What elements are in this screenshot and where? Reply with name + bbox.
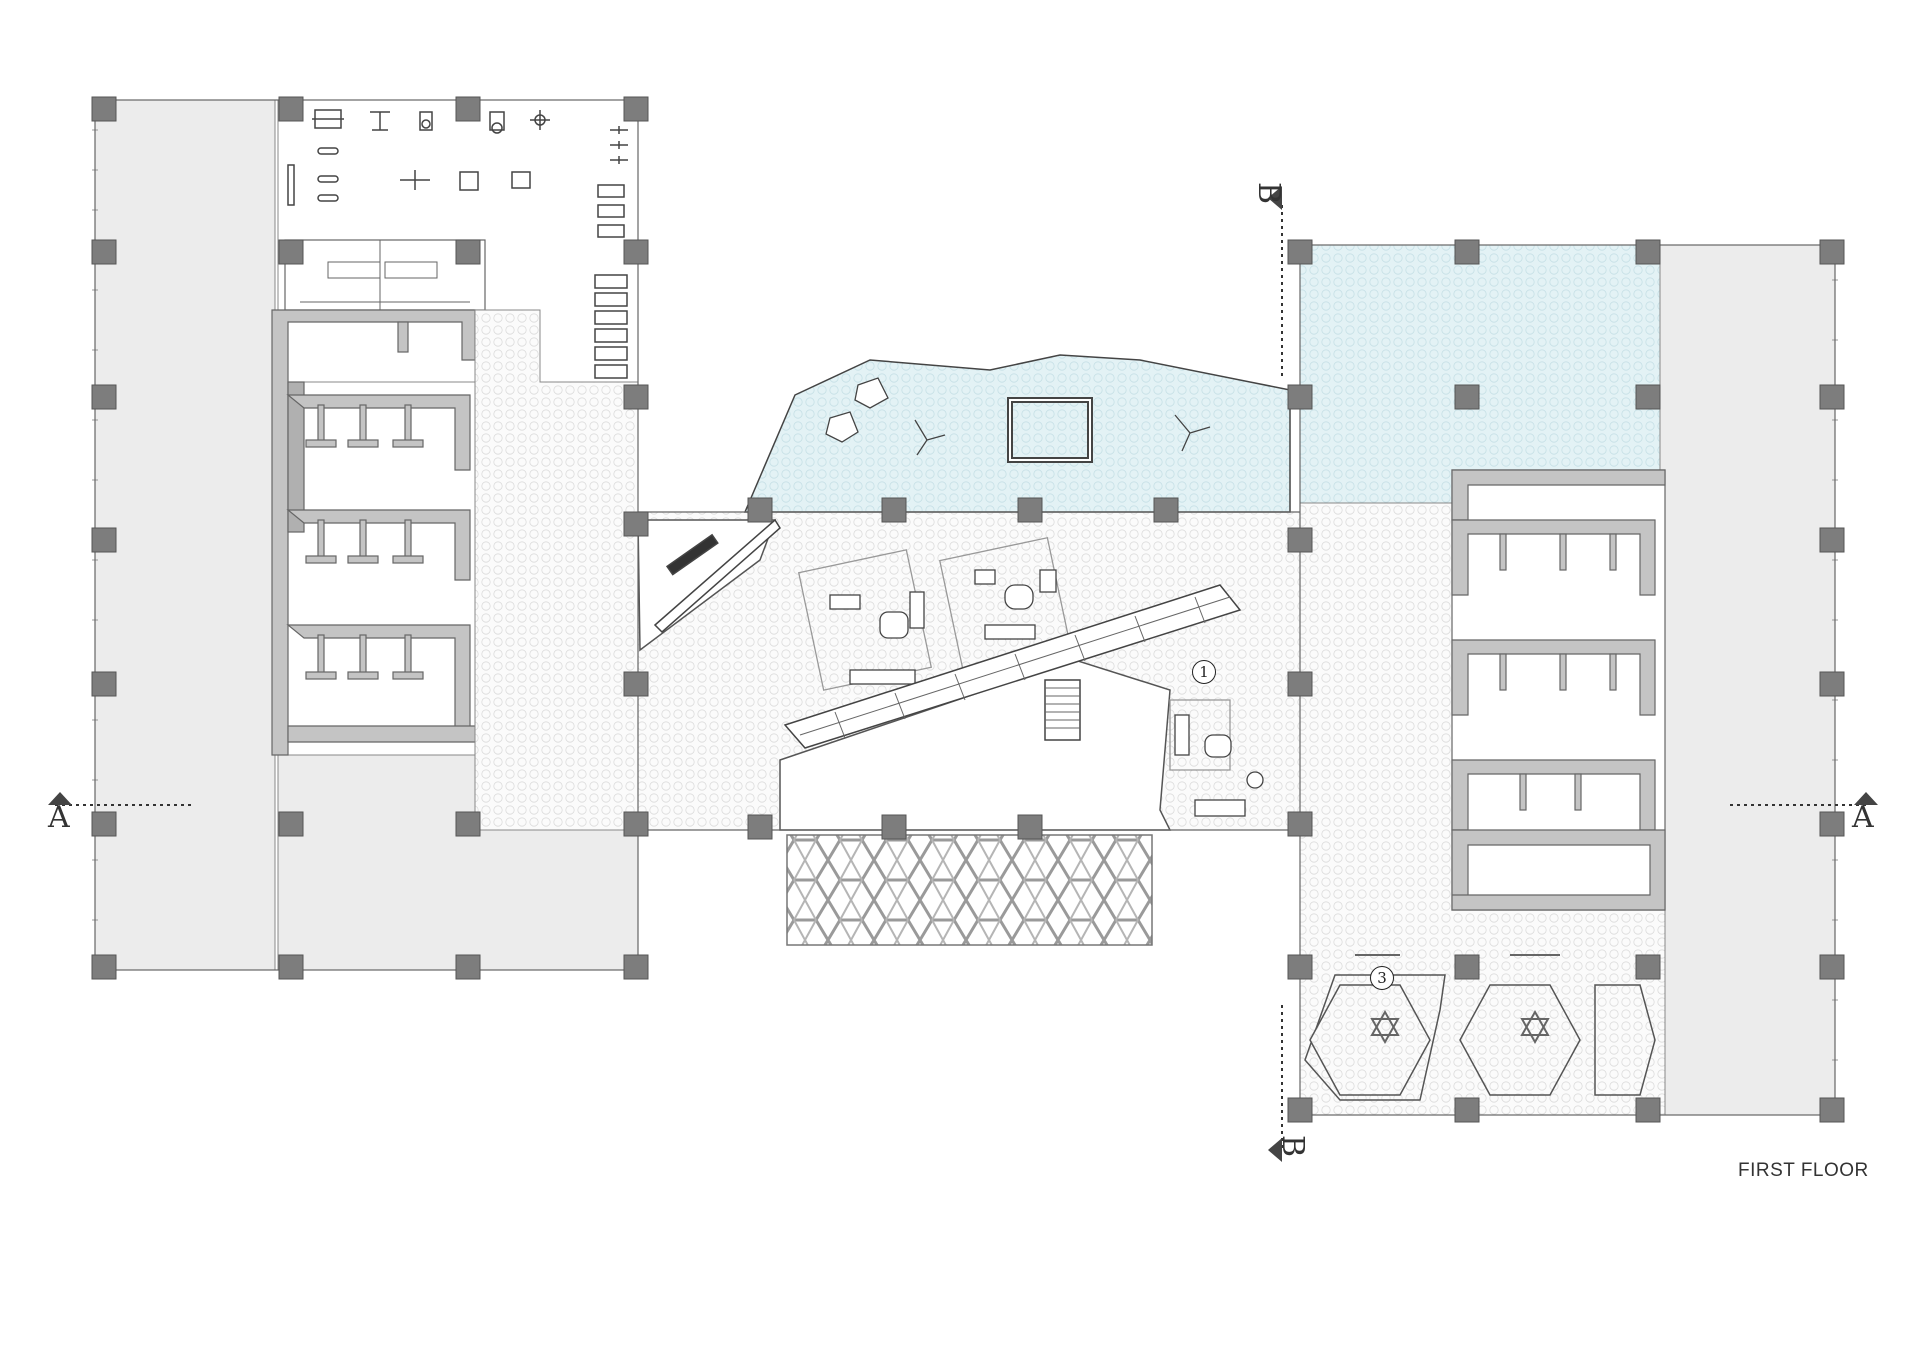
left-service-core — [271, 309, 481, 756]
prayer-rooms — [1304, 954, 1656, 1101]
floor-title: FIRST FLOOR — [1738, 1160, 1869, 1181]
pool-furniture — [825, 377, 1211, 463]
section-a-left-label: A — [48, 800, 70, 835]
right-outer-band — [1659, 244, 1836, 1116]
section-b-bottom-label: B — [1275, 1135, 1310, 1158]
section-a-arrows — [48, 792, 1878, 805]
view-marker-1: 1 — [1192, 660, 1216, 684]
structural-columns — [91, 96, 1845, 1123]
left-outer-band — [94, 99, 276, 971]
gym-equipment — [287, 109, 628, 379]
section-b-arrows — [1268, 186, 1282, 1162]
section-a-right-label: A — [1852, 800, 1874, 835]
bridge-walkway — [653, 518, 1242, 749]
lattice-canopy — [786, 834, 1153, 946]
right-service-core — [1451, 469, 1666, 911]
view-marker-3: 3 — [1370, 966, 1394, 990]
section-b-top-label: B — [1251, 182, 1286, 205]
right-pool-hall — [1299, 244, 1666, 504]
lounge-furniture — [797, 536, 1264, 817]
left-corridor-floor — [474, 309, 639, 831]
